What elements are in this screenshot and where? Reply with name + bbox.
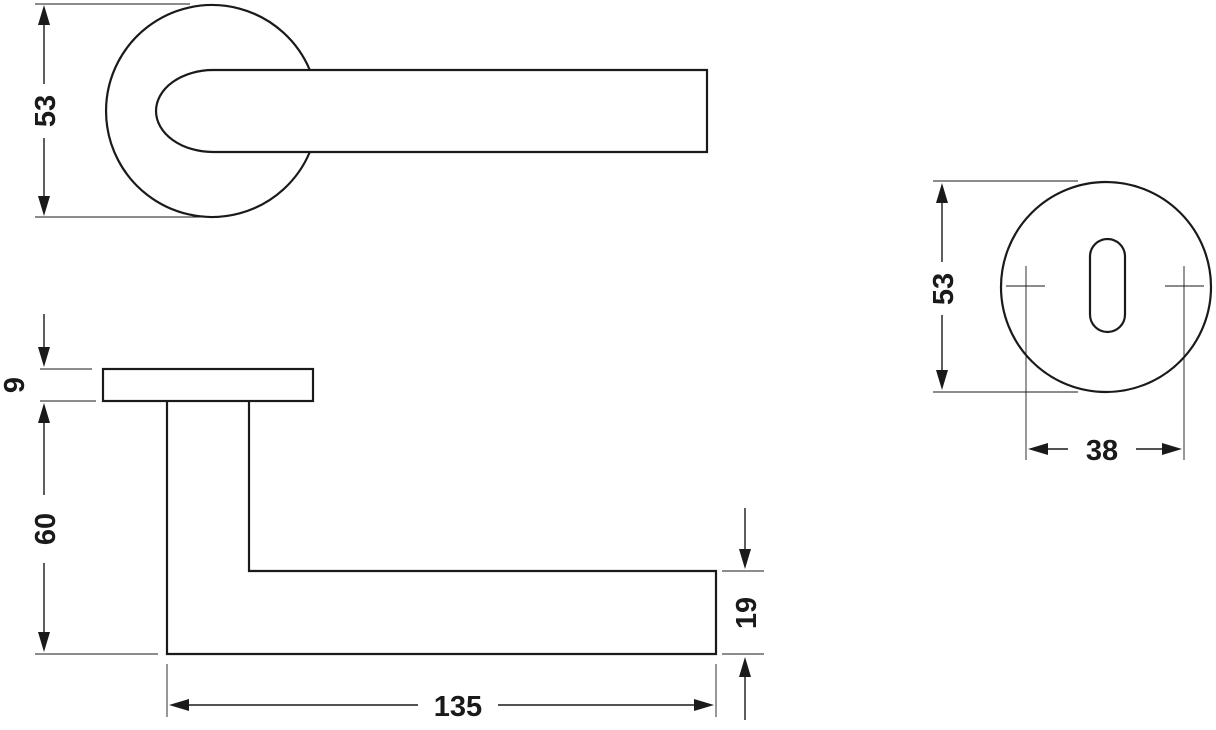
arrowhead	[694, 699, 714, 711]
rose-outline	[104, 3, 311, 219]
lever-side-outline	[165, 401, 718, 656]
lever-top-outline	[154, 68, 709, 154]
escutcheon-outline	[999, 180, 1213, 394]
dimension-fixing-spacing: 38	[1028, 435, 1182, 467]
arrowhead	[936, 370, 948, 390]
dimension-label: 19	[731, 597, 763, 629]
dimension-label: 60	[30, 513, 62, 545]
dimension-lever-grip-thickness: 19	[731, 508, 763, 720]
dimension-rose-thickness: 9	[0, 314, 50, 393]
dimension-rose-diameter: 53	[30, 5, 62, 216]
arrowhead	[739, 657, 751, 677]
fixing-point-left	[1006, 266, 1045, 460]
top-view: 53	[30, 3, 709, 219]
arrowhead	[169, 699, 189, 711]
rose-side-outline	[101, 367, 315, 403]
arrowhead	[38, 632, 50, 652]
arrowhead	[38, 347, 50, 367]
dimension-escutcheon-diameter: 53	[928, 183, 960, 390]
arrowhead	[1162, 443, 1182, 455]
arrowhead	[38, 196, 50, 216]
dimension-label: 9	[0, 377, 31, 393]
dimension-label: 135	[434, 691, 482, 723]
escutcheon-view: 53 38	[928, 180, 1213, 467]
side-view: 9 60 19 135	[0, 314, 764, 723]
dimension-lever-height: 60	[30, 403, 62, 652]
dimension-lever-length: 135	[169, 691, 714, 723]
keyhole-slot	[1088, 237, 1127, 334]
arrowhead	[739, 549, 751, 569]
dimension-label: 38	[1086, 435, 1118, 467]
fixing-point-right	[1165, 266, 1204, 460]
dimension-label: 53	[30, 95, 62, 127]
arrowhead	[1028, 443, 1048, 455]
dimension-label: 53	[928, 273, 960, 305]
arrowhead	[38, 403, 50, 423]
arrowhead	[936, 183, 948, 203]
arrowhead	[38, 5, 50, 25]
